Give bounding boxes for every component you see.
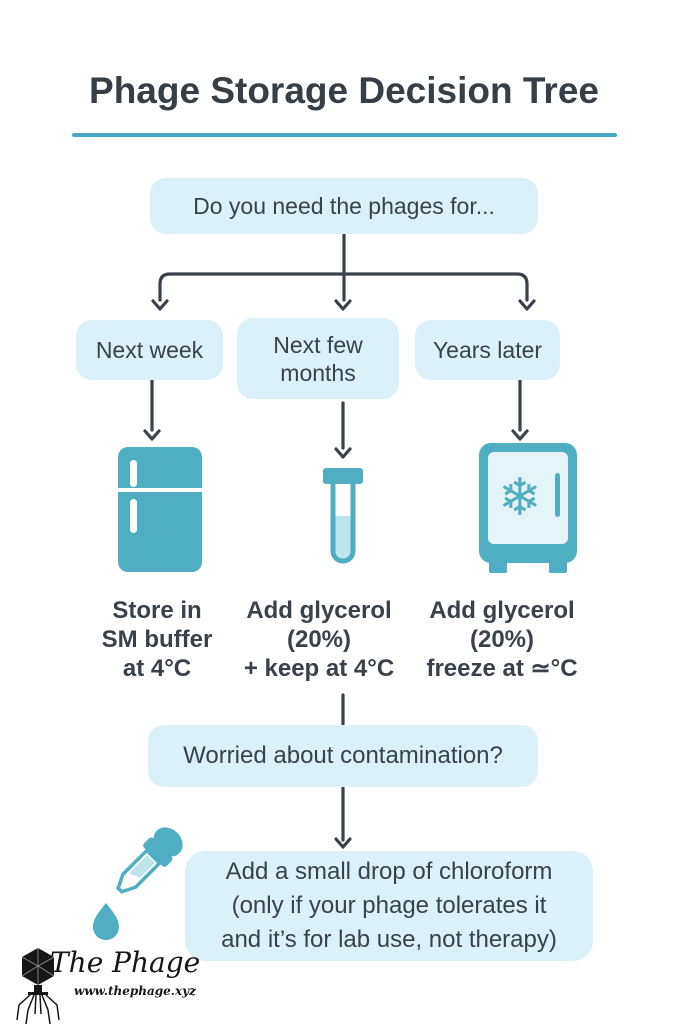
snowflake-icon: ❄ <box>498 468 542 528</box>
dropper-icon <box>93 827 183 940</box>
option-label: Next week <box>95 336 204 363</box>
final-advice-line: Add a small drop of chloroform <box>225 858 553 885</box>
instruction-line: (20%) <box>286 626 352 653</box>
instruction-line: freeze at ≃°C <box>426 655 578 682</box>
option-box-years-later: Years later <box>415 320 560 380</box>
drop-icon <box>93 903 119 940</box>
option-box-next-few-months: Next few months <box>237 318 399 399</box>
final-advice-box: Add a small drop of chloroform (only if … <box>185 851 593 961</box>
option-label: Next few months <box>273 331 363 386</box>
root-question-text: Do you need the phages for... <box>193 192 495 219</box>
instruction-next-week: Store in SM buffer at 4°C <box>77 596 237 683</box>
option-box-next-week: Next week <box>76 320 223 380</box>
instruction-line: + keep at 4°C <box>243 655 395 682</box>
freezer-icon: ❄ <box>479 443 577 573</box>
instruction-next-few-months: Add glycerol (20%) + keep at 4°C <box>238 596 400 683</box>
instruction-years-later: Add glycerol (20%) freeze at ≃°C <box>417 596 587 683</box>
instruction-line: SM buffer <box>101 626 213 653</box>
root-question-box: Do you need the phages for... <box>150 178 538 234</box>
option-label: Years later <box>432 336 543 363</box>
phage-logo-icon <box>16 948 60 1025</box>
final-advice-line: and it’s for lab use, not therapy) <box>221 926 557 953</box>
followup-question-text: Worried about contamination? <box>183 742 503 769</box>
instruction-line: Add glycerol <box>246 597 392 624</box>
title-underline <box>72 133 617 137</box>
test-tube-icon <box>323 468 363 564</box>
page-title: Phage Storage Decision Tree <box>89 70 599 111</box>
instruction-line: Add glycerol <box>429 597 575 624</box>
final-advice-line: (only if your phage tolerates it <box>231 892 547 919</box>
instruction-line: (20%) <box>469 626 535 653</box>
instruction-line: Store in <box>112 597 202 624</box>
logo-name: The Phage <box>50 946 201 979</box>
instruction-line: at 4°C <box>122 655 192 682</box>
followup-question-box: Worried about contamination? <box>148 725 538 787</box>
fridge-icon <box>118 447 202 572</box>
logo-website: www.thephage.xyz <box>74 984 196 998</box>
